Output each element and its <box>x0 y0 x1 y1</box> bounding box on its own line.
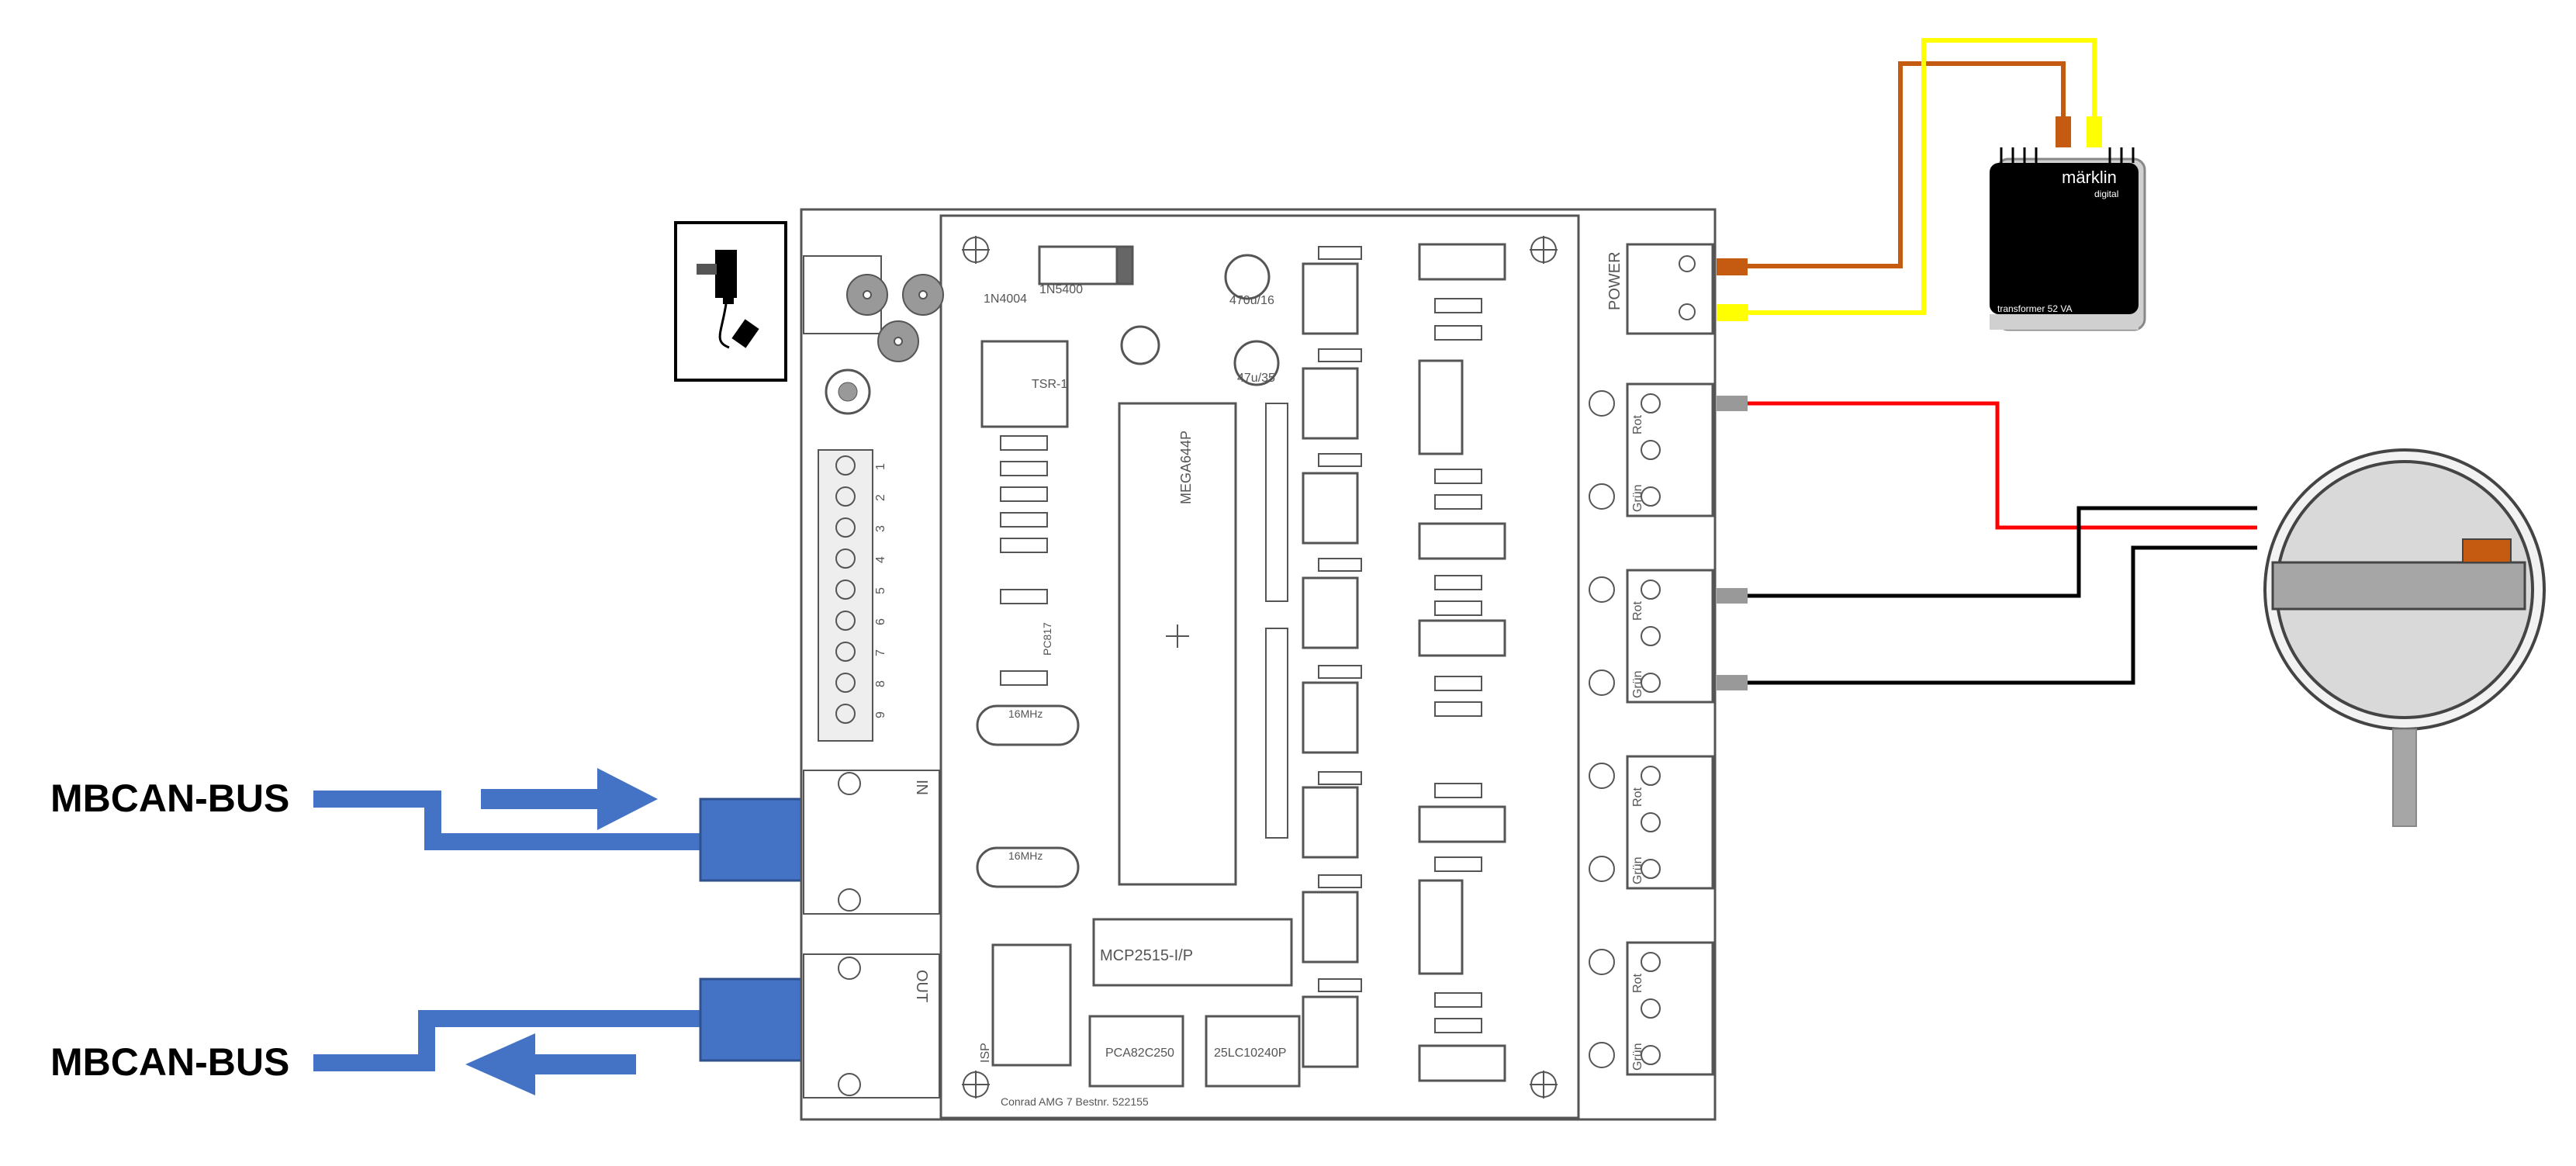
transformer-sub: digital <box>2094 189 2118 199</box>
label-grun-3: Grün <box>1631 856 1644 884</box>
label-pc817: PC817 <box>1041 622 1053 656</box>
pin-label: 3 <box>874 525 887 532</box>
transformer-model: transformer 52 VA <box>1997 303 2072 314</box>
label-isp: ISP <box>979 1043 992 1063</box>
label-rot-2: Rot <box>1631 601 1644 621</box>
power-plug-icon <box>674 221 787 382</box>
bus-out-arrow-head <box>465 1033 535 1095</box>
turntable-icon <box>2263 448 2546 827</box>
resistor-column <box>1000 246 1482 1033</box>
terminal-block-9 <box>818 449 873 742</box>
black-wire-1 <box>1745 506 2257 598</box>
pin-label: 7 <box>874 649 887 656</box>
turnout-wires <box>1717 396 2257 690</box>
terminal-screws <box>1589 255 1696 1068</box>
label-can-controller: MCP2515-I/P <box>1100 947 1193 964</box>
cap-470u <box>1224 254 1271 300</box>
label-crystal-2: 16MHz <box>1008 849 1043 862</box>
label-mcu: MEGA644P <box>1178 431 1194 504</box>
output-terminals <box>1626 382 1714 1076</box>
buzzer <box>825 368 871 415</box>
label-rot-4: Rot <box>1631 974 1644 993</box>
label-grun-4: Grün <box>1631 1043 1644 1071</box>
bus-out-label: MBCAN-BUS <box>50 1040 290 1084</box>
pcb-inner <box>939 214 1580 1119</box>
yellow-wire <box>1730 38 2097 315</box>
label-diode-large: 1N5400 <box>1039 283 1083 296</box>
pcb-board <box>800 208 1717 1121</box>
brown-wire <box>1730 61 2066 268</box>
dc-jack <box>803 255 944 362</box>
bus-out-cable <box>313 1010 702 1071</box>
label-port-in: IN <box>913 780 930 795</box>
cap-47u <box>1233 340 1280 386</box>
pin-label: 9 <box>874 711 887 718</box>
bus-in-group <box>313 768 804 882</box>
power-wires <box>1717 38 2102 321</box>
buffer-chip <box>1205 1015 1301 1088</box>
label-cap-2: 47u/35 <box>1237 372 1275 385</box>
label-diode-small: 1N4004 <box>984 292 1027 306</box>
can-controller-chip <box>1092 918 1293 987</box>
label-rot-3: Rot <box>1631 787 1644 807</box>
label-grun-2: Grün <box>1631 670 1644 698</box>
bus-out-plug <box>699 977 804 1062</box>
rj45-in <box>803 770 940 915</box>
bus-in-plug <box>699 798 804 882</box>
pin-label: 2 <box>874 494 887 501</box>
crystal-2 <box>976 846 1080 888</box>
bus-in-arrow-head <box>597 768 658 830</box>
regulator <box>980 340 1069 428</box>
label-crystal-1: 16MHz <box>1008 708 1043 720</box>
power-terminal <box>1626 243 1714 335</box>
label-grun-1: Grün <box>1631 484 1644 512</box>
terminal-pin-numbers: 1 2 3 4 5 6 7 8 9 <box>874 463 887 718</box>
bus-in-label: MBCAN-BUS <box>50 777 290 820</box>
pin-label: 8 <box>874 680 887 687</box>
label-port-power: POWER <box>1606 251 1623 310</box>
pin-label: 5 <box>874 587 887 594</box>
rj45-out <box>803 953 940 1099</box>
red-wire <box>1745 401 2257 530</box>
label-cap-1: 470u/16 <box>1229 294 1274 307</box>
mcu-chip <box>1118 402 1237 886</box>
label-footer: Conrad AMG 7 Bestnr. 522155 <box>1001 1095 1149 1108</box>
label-regulator: TSR-1 <box>1032 378 1067 391</box>
pin-label: 1 <box>874 463 887 470</box>
transformer-unit: märklin digital transformer 52 VA <box>1990 147 2146 331</box>
can-transceiver-chip <box>1088 1015 1184 1088</box>
label-rot-1: Rot <box>1631 415 1644 434</box>
isp-header <box>991 943 1072 1067</box>
label-can-transceiver: PCA82C250 <box>1105 1047 1174 1060</box>
bus-in-cable <box>313 791 702 850</box>
triac-column <box>1418 243 1506 1082</box>
crystal-1 <box>976 704 1080 746</box>
pin-label: 6 <box>874 618 887 625</box>
transformer-brand: märklin <box>2062 168 2117 187</box>
optocoupler-column <box>1302 262 1359 1068</box>
black-wire-2 <box>1745 545 2257 685</box>
pin-label: 4 <box>874 556 887 563</box>
label-buffer: 25LC10240P <box>1214 1047 1286 1060</box>
mounting-holes <box>962 236 1558 1099</box>
label-port-out: OUT <box>913 970 930 1002</box>
bus-out-group <box>313 977 804 1095</box>
